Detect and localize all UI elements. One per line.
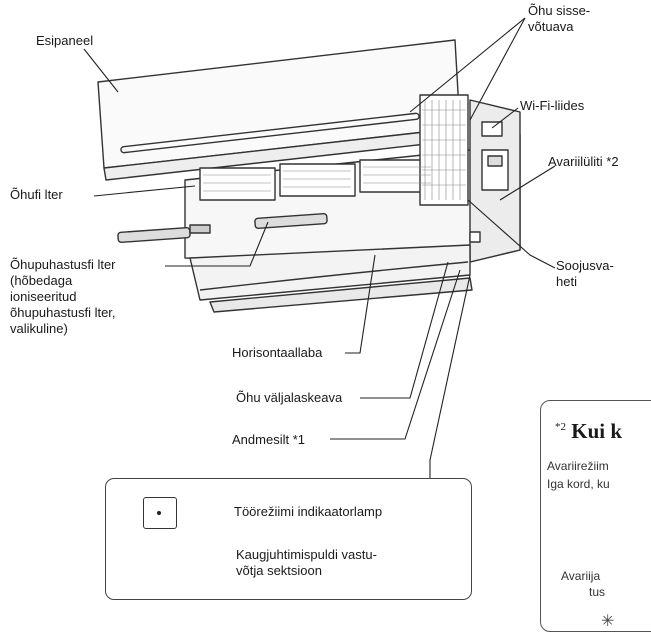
receiver-dot <box>157 511 161 515</box>
label-air-outlet: Õhu väljalaskeava <box>236 390 343 405</box>
label-operation-indicator-lamp: Töörežiimi indikaatorlamp <box>234 504 383 519</box>
remote-receiver-window <box>143 497 177 529</box>
label-horizontal-louver: Horisontaallaba <box>232 345 323 360</box>
note-line-1: Avariirežiim <box>547 459 609 473</box>
label-air-inlet: Õhu sisse- võtuava <box>528 3 591 34</box>
label-wifi-interface: Wi-Fi-liides <box>520 98 585 113</box>
note-line-4: tus <box>589 585 606 599</box>
detail-inset <box>105 478 472 600</box>
ac-unit-illustration <box>83 17 556 563</box>
label-emergency-switch: Avariilüliti *2 <box>548 154 619 169</box>
note-line-3: Avariija <box>561 569 601 583</box>
label-data-plate: Andmesilt *1 <box>232 432 305 447</box>
label-air-filter: Õhufi lter <box>10 187 63 202</box>
label-remote-receiver: Kaugjuhtimispuldi vastu- võtja sektsioon <box>236 547 377 578</box>
front-panel <box>97 39 463 181</box>
label-front-panel: Esipaneel <box>36 33 94 48</box>
note-line-2: Iga kord, ku <box>547 477 610 491</box>
label-air-purifying-filter: Õhupuhastusfi lter (hõbedaga ioniseeritu… <box>10 257 116 336</box>
label-heat-exchanger: Soojusva- heti <box>556 258 614 289</box>
sun-icon: ✳ <box>601 613 615 630</box>
note-title: *2 Kui k <box>555 419 623 443</box>
emergency-note-box: *2 Kui k Avariirežiim Iga kord, ku Avari… <box>540 400 651 632</box>
